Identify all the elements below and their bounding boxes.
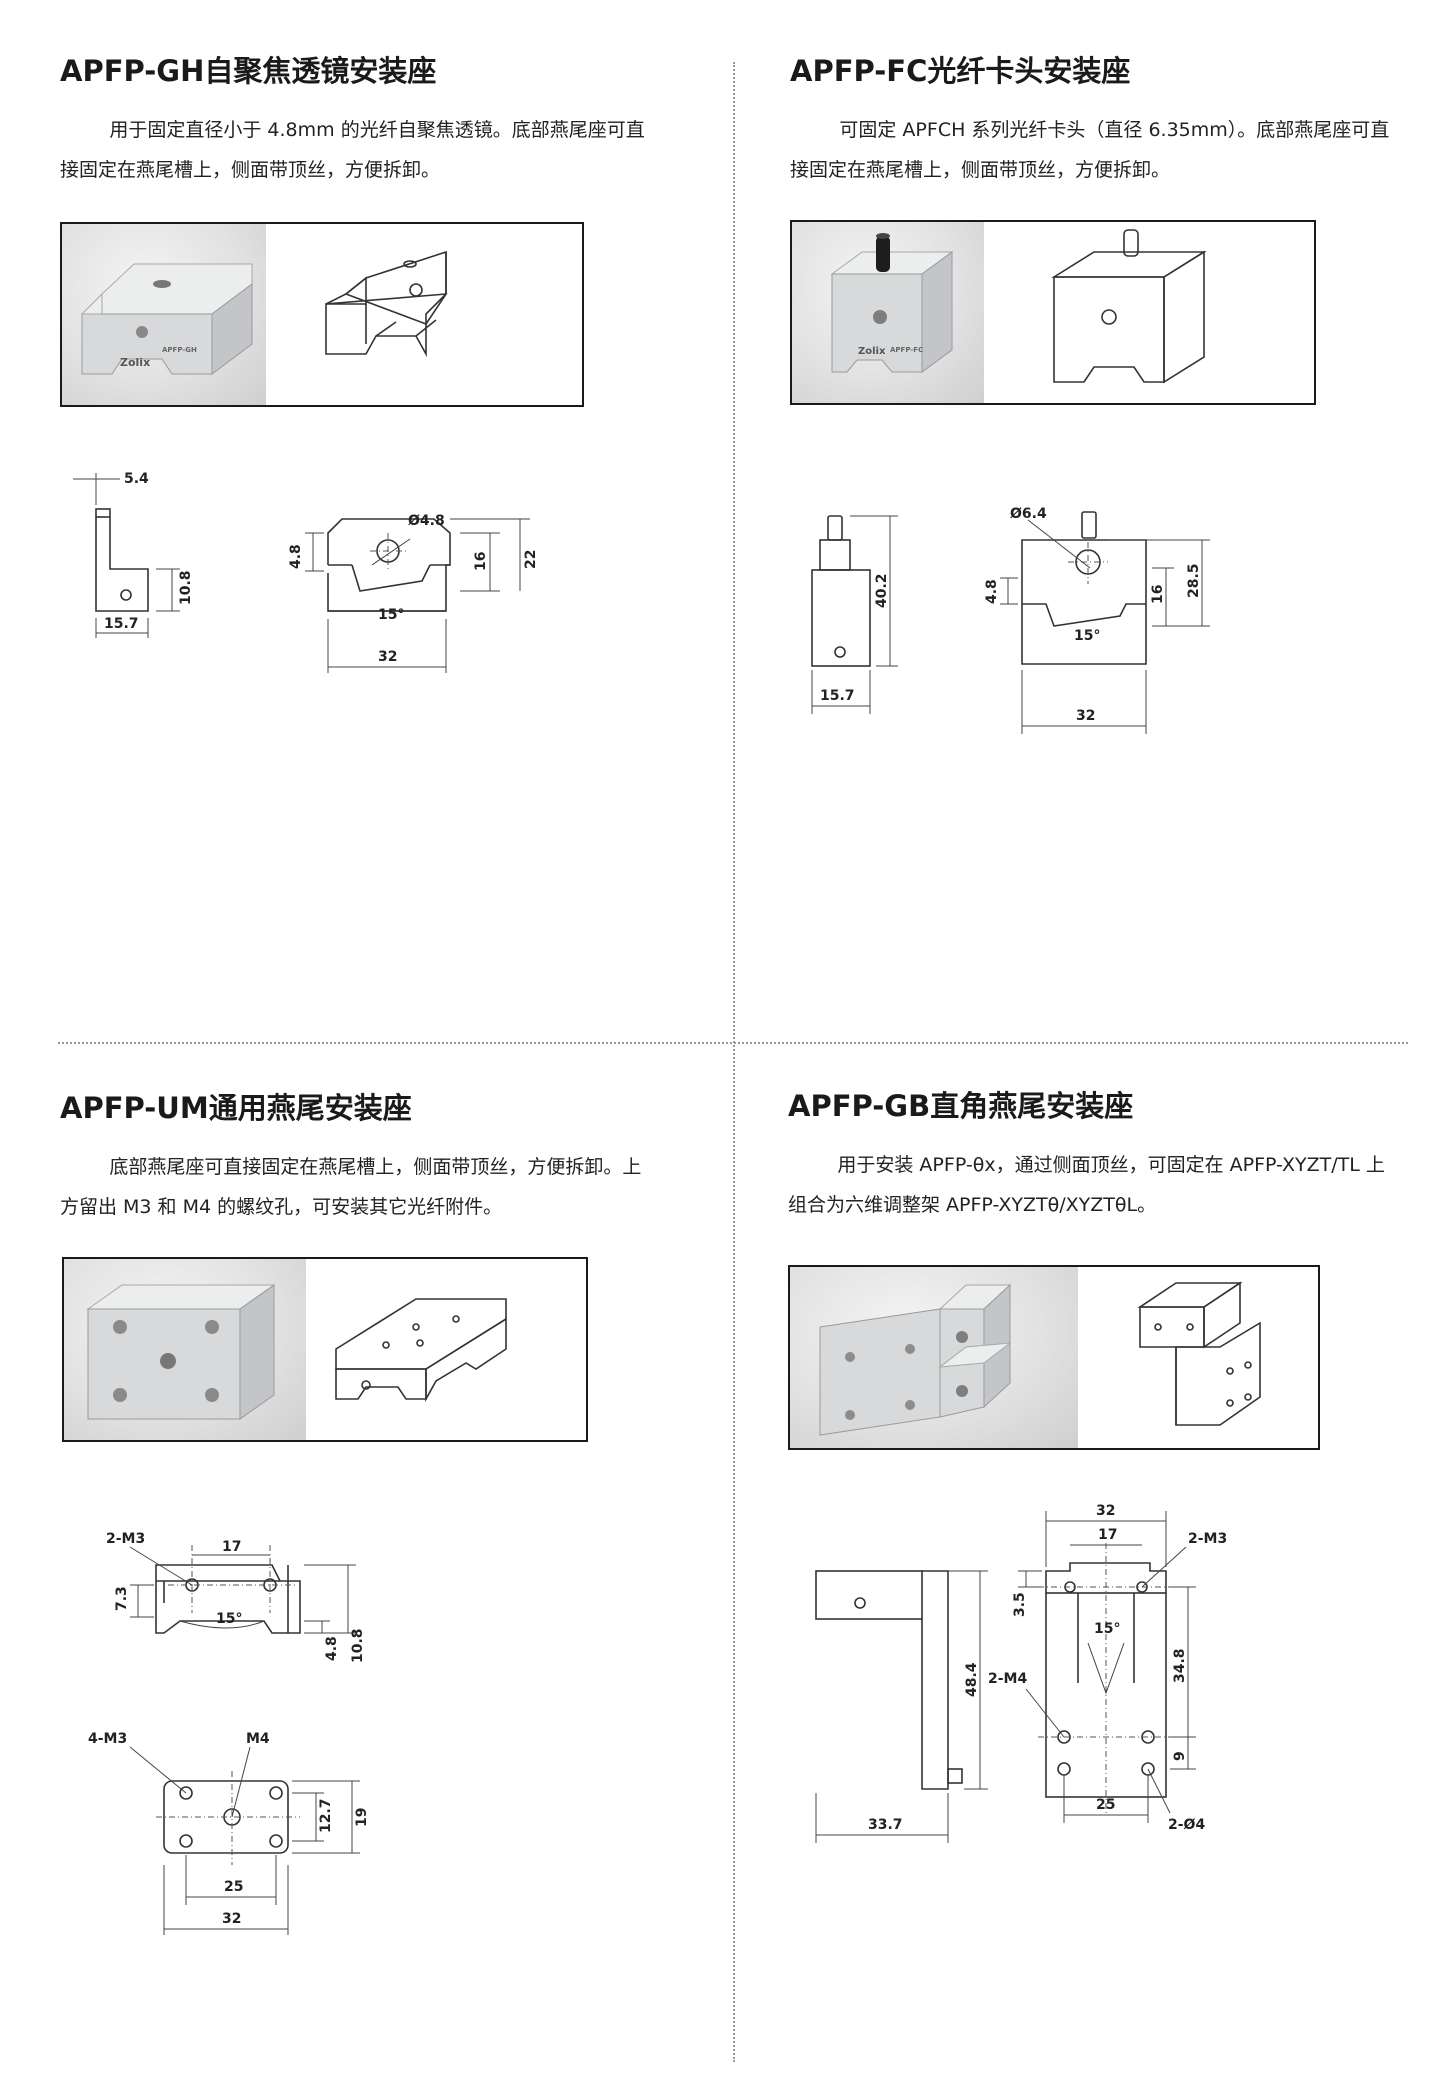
dim-label: 22 [523,550,539,569]
technical-drawing: 40.2 15.7 Ø6.4 4.8 16 2 [790,444,1330,774]
dim-label: M4 [246,1731,270,1747]
dim-label: 15° [1074,628,1100,644]
dim-label: 4-M3 [88,1731,127,1747]
product-image-panel: Zolix APFP-FC [790,220,1316,405]
product-apfp-um: APFP-UM通用燕尾安装座 底部燕尾座可直接固定在燕尾槽上，侧面带顶丝，方便拆… [60,1085,660,1965]
dim-label: 12.7 [318,1798,334,1833]
model-label: APFP-GH [162,346,197,354]
dim-label: 16 [473,552,489,571]
product-description: 可固定 APFCH 系列光纤卡头（直径 6.35mm）。底部燕尾座可直接固定在燕… [790,119,1390,181]
technical-drawing: 17 2-M3 7.3 15° 4.8 10.8 [60,1485,620,1965]
dim-label: 19 [354,1808,370,1827]
brand-label: Zolix [858,346,886,357]
dim-label: 3.5 [1012,1592,1028,1617]
dim-label: 15° [1094,1621,1120,1637]
dim-label: 15.7 [104,616,139,632]
dim-label: 32 [222,1911,241,1927]
product-apfp-gb: APFP-GB直角燕尾安装座 用于安装 APFP-θx，通过侧面顶丝，可固定在 … [788,1083,1388,1963]
product-image-panel: Zolix APFP-GH [60,222,584,407]
dim-label: 33.7 [868,1817,903,1833]
dim-label: Ø6.4 [1010,506,1047,522]
dim-label: 15° [378,607,404,623]
dim-label: 34.8 [1172,1648,1188,1683]
dim-label: 28.5 [1186,563,1202,598]
dim-label: 15° [216,1611,242,1627]
product-sketch [1080,1267,1318,1448]
dim-label: 4.8 [984,579,1000,604]
dim-label: 25 [1096,1797,1115,1813]
dim-label: 7.3 [114,1586,130,1611]
dim-label: 2-M4 [988,1671,1027,1687]
dim-label: 17 [222,1539,241,1555]
dim-label: 32 [378,649,397,665]
product-title: APFP-FC光纤卡头安装座 [790,54,1131,88]
product-description: 用于固定直径小于 4.8mm 的光纤自聚焦透镜。底部燕尾座可直接固定在燕尾槽上，… [60,119,645,181]
product-photo: Zolix APFP-FC [792,222,984,403]
technical-drawing: 48.4 33.7 15° 32 17 [788,1483,1348,1903]
vertical-divider [733,62,735,2062]
product-apfp-gh: APFP-GH自聚焦透镜安装座 用于固定直径小于 4.8mm 的光纤自聚焦透镜。… [60,48,660,928]
model-label: APFP-FC [890,346,923,354]
dim-label: 5.4 [124,471,149,487]
dim-label: 15.7 [820,688,855,704]
product-sketch [984,222,1314,403]
product-photo: Zolix APFP-GH [62,224,266,405]
product-photo [790,1267,1078,1448]
product-description: 用于安装 APFP-θx，通过侧面顶丝，可固定在 APFP-XYZT/TL 上组… [788,1154,1385,1216]
dim-label: 10.8 [178,570,194,605]
product-description: 底部燕尾座可直接固定在燕尾槽上，侧面带顶丝，方便拆卸。上方留出 M3 和 M4 … [60,1156,642,1218]
product-photo [64,1259,306,1440]
product-title: APFP-UM通用燕尾安装座 [60,1091,412,1125]
product-title: APFP-GH自聚焦透镜安装座 [60,54,437,88]
dim-label: 16 [1150,585,1166,604]
dim-label: 32 [1076,708,1095,724]
product-image-panel [62,1257,588,1442]
dim-label: 40.2 [874,573,890,608]
product-image-panel [788,1265,1320,1450]
dim-label: 2-M3 [1188,1531,1227,1547]
dim-label: 25 [224,1879,243,1895]
dim-label: Ø4.8 [408,513,445,529]
dim-label: 2-M3 [106,1531,145,1547]
dim-label: 17 [1098,1527,1117,1543]
product-sketch [306,1259,586,1440]
brand-label: Zolix [120,356,150,369]
product-apfp-fc: APFP-FC光纤卡头安装座 可固定 APFCH 系列光纤卡头（直径 6.35m… [790,48,1390,928]
dim-label: 9 [1172,1751,1188,1761]
dim-label: 10.8 [350,1628,366,1663]
technical-drawing: 5.4 15.7 10.8 Ø4.8 4.8 [60,443,580,773]
horizontal-divider [58,1042,1408,1044]
product-sketch [266,224,582,405]
product-title: APFP-GB直角燕尾安装座 [788,1089,1134,1123]
dim-label: 4.8 [324,1636,340,1661]
dim-label: 32 [1096,1503,1115,1519]
dim-label: 48.4 [964,1662,980,1697]
dim-label: 4.8 [288,544,304,569]
dim-label: 2-Ø4 [1168,1817,1205,1833]
